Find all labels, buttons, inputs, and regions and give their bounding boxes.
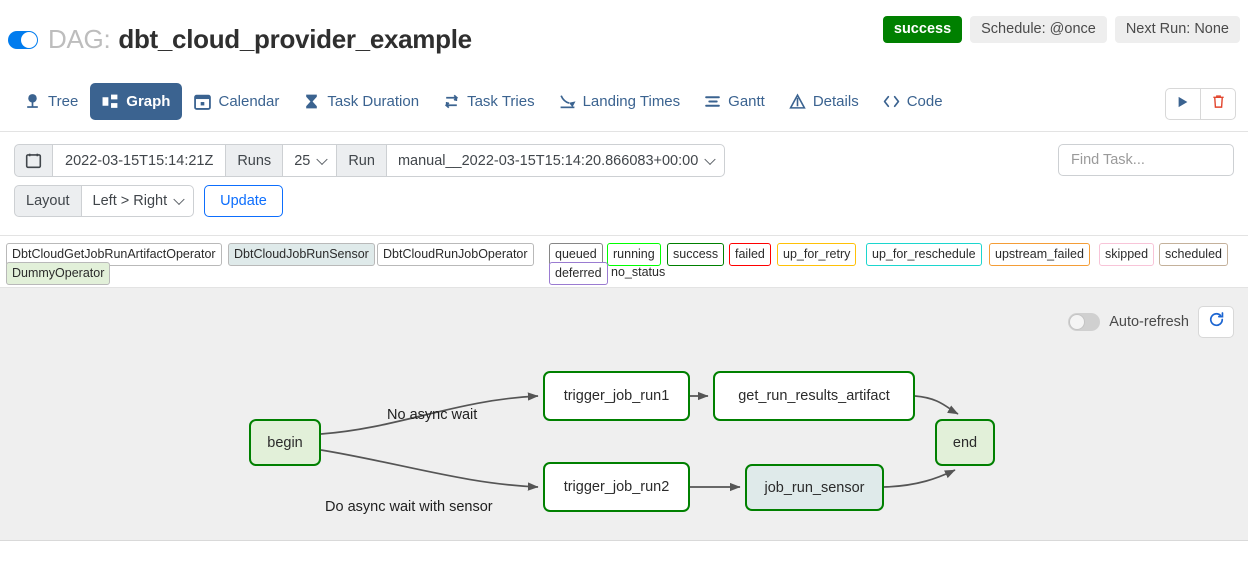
tab-label: Code [906, 93, 943, 110]
trigger-dag-button[interactable] [1166, 89, 1200, 119]
dag-pause-toggle[interactable] [8, 30, 38, 49]
schedule-badge: Schedule: @once [970, 16, 1107, 44]
next-run-badge: Next Run: None [1114, 16, 1240, 44]
landing-icon [559, 93, 576, 110]
legend-operator: DummyOperator [6, 262, 111, 285]
delete-dag-button[interactable] [1200, 89, 1235, 119]
layout-group: Layout Left > Right [14, 185, 195, 217]
calendar-icon [194, 93, 212, 110]
edge-label-no-async-wait: No async wait [387, 407, 478, 423]
graph-node-trigger-job-run2[interactable]: trigger_job_run2 [543, 462, 690, 512]
layout-select[interactable]: Left > Right [80, 185, 195, 217]
legend-state-running: running [607, 243, 661, 266]
tab-label: Landing Times [582, 93, 681, 110]
tab-label: Task Duration [327, 93, 420, 110]
num-runs-select[interactable]: 25 [282, 144, 338, 177]
dag-title: DAG: dbt_cloud_provider_example [8, 24, 472, 55]
tab-label: Details [812, 93, 859, 110]
filter-row-layout: Layout Left > Right Update [14, 185, 1234, 217]
legend-operator: DbtCloudJobRunSensor [228, 243, 375, 266]
graph-node-trigger-job-run1[interactable]: trigger_job_run1 [543, 371, 690, 421]
tab-landing-times[interactable]: Landing Times [547, 83, 693, 120]
play-icon [1176, 95, 1190, 114]
tab-details[interactable]: Details [777, 83, 871, 120]
triangle-icon [789, 93, 806, 110]
refresh-button[interactable] [1198, 306, 1234, 338]
tab-task-tries[interactable]: Task Tries [431, 83, 547, 120]
tab-tree[interactable]: Tree [12, 83, 90, 120]
edge-begin-trigger2 [320, 449, 539, 491]
legend-state-skipped: skipped [1099, 243, 1155, 266]
code-icon [883, 93, 900, 110]
runs-label: Runs [225, 144, 284, 177]
run-label: Run [336, 144, 387, 177]
edge-label-do-async-wait-with-sensor: Do async wait with sensor [325, 499, 493, 515]
dag-label: DAG: [48, 24, 111, 54]
dag-name: dbt_cloud_provider_example [118, 24, 472, 54]
legend-state-failed: failed [729, 243, 771, 266]
graph-node-job-run-sensor[interactable]: job_run_sensor [745, 464, 884, 511]
gantt-icon [704, 93, 721, 110]
graph-icon [102, 93, 119, 110]
refresh-icon [1208, 311, 1225, 333]
dag-action-buttons [1165, 88, 1236, 120]
find-task-input[interactable]: Find Task... [1058, 144, 1234, 176]
tab-label: Gantt [728, 93, 765, 110]
dag-header: DAG: dbt_cloud_provider_example success … [0, 0, 1248, 72]
tab-label: Graph [126, 93, 171, 110]
legend-state-no-status: no_status [611, 265, 666, 279]
tab-graph[interactable]: Graph [90, 83, 183, 120]
dag-nav-tabs: Tree Graph Calendar Task Duration Task T… [0, 72, 1248, 132]
update-button[interactable]: Update [204, 185, 283, 217]
dag-graph-canvas[interactable]: Auto-refresh begin trigger_job_run1 get_… [0, 288, 1248, 541]
graph-filter-bar: 2022-03-15T15:14:21Z Runs 25 Run manual_… [0, 132, 1248, 236]
tab-task-duration[interactable]: Task Duration [291, 83, 431, 120]
legend-state-up-for-reschedule: up_for_reschedule [866, 243, 982, 266]
status-badge: success [882, 16, 963, 44]
auto-refresh-label: Auto-refresh [1109, 314, 1189, 330]
layout-label: Layout [14, 185, 82, 217]
edge-sensor-end [883, 469, 956, 488]
edge-artifact-end [914, 395, 959, 415]
trash-icon [1211, 94, 1226, 114]
calendar-icon[interactable] [14, 144, 53, 177]
auto-refresh-toggle[interactable] [1068, 313, 1101, 331]
legend-operator: DbtCloudRunJobOperator [377, 243, 534, 266]
tab-label: Calendar [218, 93, 280, 110]
graph-node-end[interactable]: end [935, 419, 995, 466]
graph-legend: DbtCloudGetJobRunArtifactOperator DbtClo… [0, 236, 1248, 288]
base-date-group: 2022-03-15T15:14:21Z Runs 25 Run manual_… [14, 144, 726, 177]
filter-row-primary: 2022-03-15T15:14:21Z Runs 25 Run manual_… [14, 144, 1234, 177]
edge-begin-trigger1 [320, 392, 539, 435]
tab-gantt[interactable]: Gantt [692, 83, 777, 120]
legend-state-deferred: deferred [549, 262, 608, 285]
base-date-input[interactable]: 2022-03-15T15:14:21Z [52, 144, 227, 177]
legend-state-scheduled: scheduled [1159, 243, 1228, 266]
tab-code[interactable]: Code [871, 83, 955, 120]
auto-refresh-controls: Auto-refresh [1068, 306, 1234, 338]
legend-state-upstream-failed: upstream_failed [989, 243, 1090, 266]
tab-calendar[interactable]: Calendar [182, 83, 291, 120]
tab-label: Task Tries [467, 93, 535, 110]
legend-operator: DbtCloudGetJobRunArtifactOperator [6, 243, 222, 266]
tree-icon [24, 93, 41, 110]
legend-state-success: success [667, 243, 725, 266]
retry-icon [443, 93, 460, 110]
legend-state-up-for-retry: up_for_retry [777, 243, 857, 266]
header-badges: success Schedule: @once Next Run: None [882, 16, 1240, 44]
hourglass-icon [303, 93, 320, 110]
tab-label: Tree [48, 93, 79, 110]
graph-node-begin[interactable]: begin [249, 419, 321, 466]
graph-edges [320, 391, 959, 492]
graph-node-get-run-results-artifact[interactable]: get_run_results_artifact [713, 371, 915, 421]
dag-run-select[interactable]: manual__2022-03-15T15:14:20.866083+00:00 [385, 144, 726, 177]
